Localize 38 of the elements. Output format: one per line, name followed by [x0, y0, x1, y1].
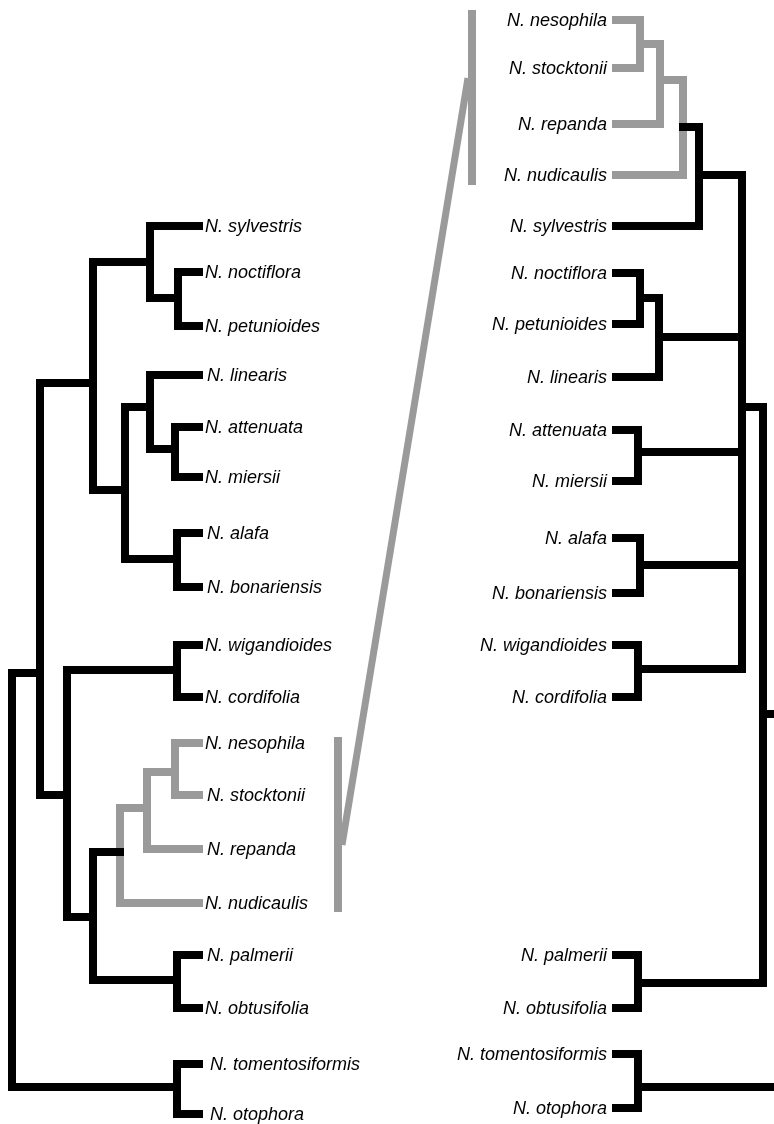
species-label: N. sylvestris [510, 215, 607, 237]
species-label: N. alafa [544, 527, 607, 549]
species-label: N. miersii [205, 466, 280, 488]
species-label: N. sylvestris [205, 215, 302, 237]
species-label: N. tomentosiformis [210, 1053, 361, 1075]
species-label: N. cordifolia [205, 686, 301, 708]
species-label: N. bonariensis [207, 576, 323, 598]
species-label: N. otophora [512, 1097, 607, 1119]
highlight-bar [468, 10, 476, 185]
species-label: N. stocktonii [508, 57, 607, 79]
species-label: N. nudicaulis [205, 892, 309, 914]
species-label: N. repanda [517, 113, 607, 135]
species-label: N. linearis [207, 364, 288, 386]
species-label: N. linearis [526, 366, 607, 388]
species-label: N. palmerii [207, 944, 294, 966]
species-label: N. nesophila [205, 732, 306, 754]
species-label: N. petunioides [491, 313, 607, 335]
species-label: N. cordifolia [511, 686, 607, 708]
species-label: N. tomentosiformis [456, 1043, 607, 1065]
species-label: N. noctiflora [205, 261, 302, 283]
species-label: N. attenuata [508, 419, 607, 441]
species-label: N. nudicaulis [503, 164, 607, 186]
species-label: N. miersii [532, 470, 607, 492]
species-label: N. otophora [210, 1103, 305, 1124]
species-label: N. petunioides [205, 315, 321, 337]
species-label: N. bonariensis [491, 582, 607, 604]
species-label: N. wigandioides [205, 634, 333, 656]
species-label: N. alafa [207, 522, 270, 544]
species-label: N. stocktonii [207, 784, 306, 806]
species-label: N. attenuata [205, 416, 304, 438]
species-label: N. wigandioides [479, 634, 607, 656]
species-label: N. noctiflora [510, 262, 607, 284]
highlight-bar [334, 737, 342, 912]
species-label: N. nesophila [506, 9, 607, 31]
species-label: N. palmerii [520, 944, 607, 966]
species-label: N. obtusifolia [502, 997, 607, 1019]
species-label: N. repanda [207, 838, 297, 860]
species-label: N. obtusifolia [205, 997, 310, 1019]
